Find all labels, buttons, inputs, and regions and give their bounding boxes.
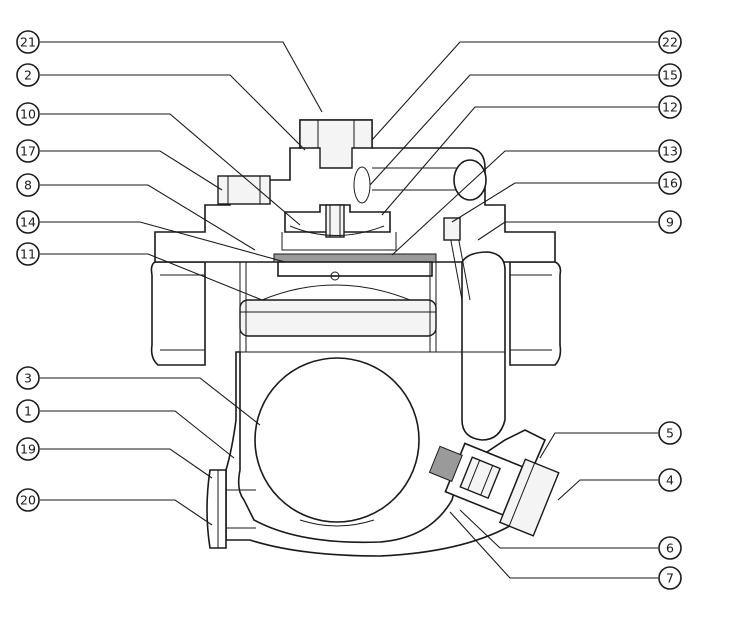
svg-text:5: 5 <box>666 426 674 441</box>
svg-text:8: 8 <box>24 178 32 193</box>
callout-13: 13 <box>658 139 682 163</box>
svg-text:17: 17 <box>20 144 36 159</box>
callout-1: 1 <box>16 399 40 423</box>
svg-text:9: 9 <box>666 215 674 230</box>
svg-text:3: 3 <box>24 371 32 386</box>
callout-5: 5 <box>658 421 682 445</box>
callout-14: 14 <box>16 210 40 234</box>
screen-cap <box>239 299 437 337</box>
svg-text:19: 19 <box>20 442 36 457</box>
callout-10: 10 <box>16 102 40 126</box>
callout-2: 2 <box>16 63 40 87</box>
callout-9: 9 <box>658 210 682 234</box>
callout-12: 12 <box>658 95 682 119</box>
steam-passage <box>372 167 462 191</box>
bottom-drain-boss <box>206 469 227 549</box>
left-pipe-connection <box>150 261 206 366</box>
callout-16: 16 <box>658 171 682 195</box>
svg-text:6: 6 <box>666 541 674 556</box>
outlet-valve-assembly <box>428 442 560 537</box>
disc-plate <box>273 253 437 263</box>
side-plug <box>217 175 271 205</box>
outlet-nipple <box>428 445 463 482</box>
callout-11: 11 <box>16 242 40 266</box>
svg-text:16: 16 <box>662 176 678 191</box>
svg-text:13: 13 <box>662 144 678 159</box>
svg-text:15: 15 <box>662 68 678 83</box>
svg-text:21: 21 <box>20 35 36 50</box>
svg-text:7: 7 <box>666 571 674 586</box>
callouts-left: 21 2 10 17 8 14 11 3 1 19 20 <box>16 30 40 512</box>
callout-3: 3 <box>16 366 40 390</box>
svg-text:2: 2 <box>24 68 32 83</box>
valve-stem <box>325 204 345 238</box>
callout-20: 20 <box>16 488 40 512</box>
svg-text:12: 12 <box>662 100 678 115</box>
float-ball <box>254 357 420 523</box>
callout-6: 6 <box>658 536 682 560</box>
callout-22: 22 <box>658 30 682 54</box>
callout-7: 7 <box>658 566 682 590</box>
callout-21: 21 <box>16 30 40 54</box>
leader-lines <box>40 41 658 579</box>
svg-text:11: 11 <box>20 247 36 262</box>
vertical-tube <box>461 251 506 441</box>
disc-cover <box>277 261 433 277</box>
outlet-cap <box>498 458 560 537</box>
svg-text:1: 1 <box>24 404 32 419</box>
svg-text:14: 14 <box>20 215 36 230</box>
tube-fitting <box>443 217 461 241</box>
svg-text:10: 10 <box>20 107 36 122</box>
svg-text:4: 4 <box>666 473 674 488</box>
callout-15: 15 <box>658 63 682 87</box>
svg-text:20: 20 <box>20 493 36 508</box>
callouts-right: 22 15 12 13 16 9 5 4 6 7 <box>658 30 682 590</box>
callout-19: 19 <box>16 437 40 461</box>
callout-8: 8 <box>16 173 40 197</box>
trap-body-drawing <box>150 119 562 557</box>
right-pipe-connection <box>509 261 562 366</box>
svg-text:22: 22 <box>662 35 678 50</box>
callout-17: 17 <box>16 139 40 163</box>
callout-4: 4 <box>658 468 682 492</box>
screen-dome <box>261 284 411 301</box>
